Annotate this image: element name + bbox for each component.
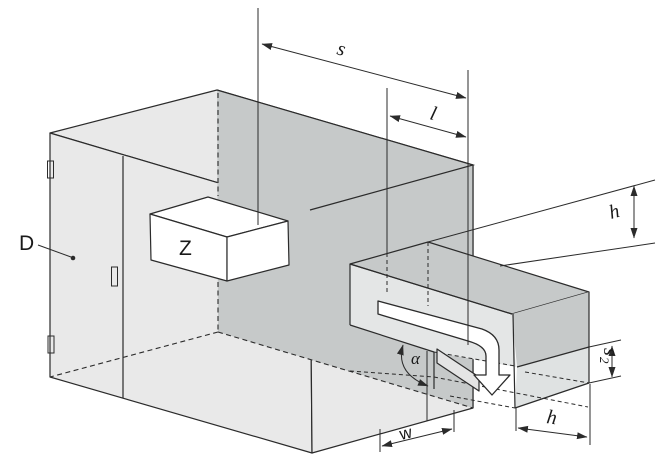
room-label-group: D: [19, 232, 76, 261]
l-dim-label: l: [428, 103, 439, 126]
door: [47, 156, 124, 398]
hidden-floor-edge-right: [217, 331, 474, 409]
alpha-label: α: [411, 349, 421, 368]
duct-bottom-end-edge: [514, 382, 590, 409]
w-dim-line: [381, 427, 453, 448]
hidden-floor-edge-left: [49, 331, 219, 378]
alpha-angle-arc: [396, 344, 429, 387]
door-hinge-top: [47, 160, 54, 179]
d-leader-dot: [70, 255, 76, 261]
dimensions: s l h s 2: [261, 38, 656, 452]
s-dim-line: [261, 43, 467, 99]
h-bottom-dim-line: [517, 425, 588, 440]
h-side-extension-bottom: [499, 242, 656, 267]
h-side-extension-top: [427, 179, 656, 243]
duct-end-face: [512, 292, 589, 367]
dimension-h-bottom: h: [515, 384, 591, 445]
duct-outlet-slot: [515, 347, 589, 408]
hidden-slot-inner-edge: [524, 371, 590, 384]
duct-slot-top-edge: [516, 346, 590, 368]
z-box-right: [226, 220, 290, 282]
s-dim-label: s: [335, 38, 348, 61]
s2-dim-label-group: s 2: [597, 348, 621, 364]
door-handle: [111, 266, 118, 287]
l-dim-line: [389, 115, 467, 138]
w-dim-label: w: [397, 422, 415, 444]
dimension-l: l: [386, 70, 469, 345]
deflector-flap: [436, 348, 480, 392]
duct-end-left-edge: [512, 313, 516, 409]
h-bottom-dim-label: h: [545, 406, 558, 429]
s2-dim-sub: 2: [597, 357, 612, 364]
duct-front-top-edge: [349, 263, 513, 315]
hidden-duct-bottom-edge: [433, 376, 589, 408]
airflow-arrow: [377, 300, 511, 396]
deflector-flap-group: α: [396, 344, 480, 392]
d-leader-line: [37, 244, 72, 258]
s2-dim-label: s: [599, 348, 621, 356]
s2-tick-bottom: [588, 375, 622, 384]
door-hinge-bottom: [47, 335, 55, 354]
dimension-h-side: h: [427, 179, 656, 267]
dimension-s: s: [261, 38, 467, 99]
room-label: D: [19, 232, 34, 255]
dimension-s2: s 2: [588, 339, 622, 384]
z-box-label: Z: [179, 237, 192, 260]
h-side-dim-label: h: [607, 200, 622, 224]
supply-box-z: Z: [149, 196, 290, 282]
dimension-w: w: [379, 410, 455, 452]
s2-tick-top: [588, 339, 622, 348]
